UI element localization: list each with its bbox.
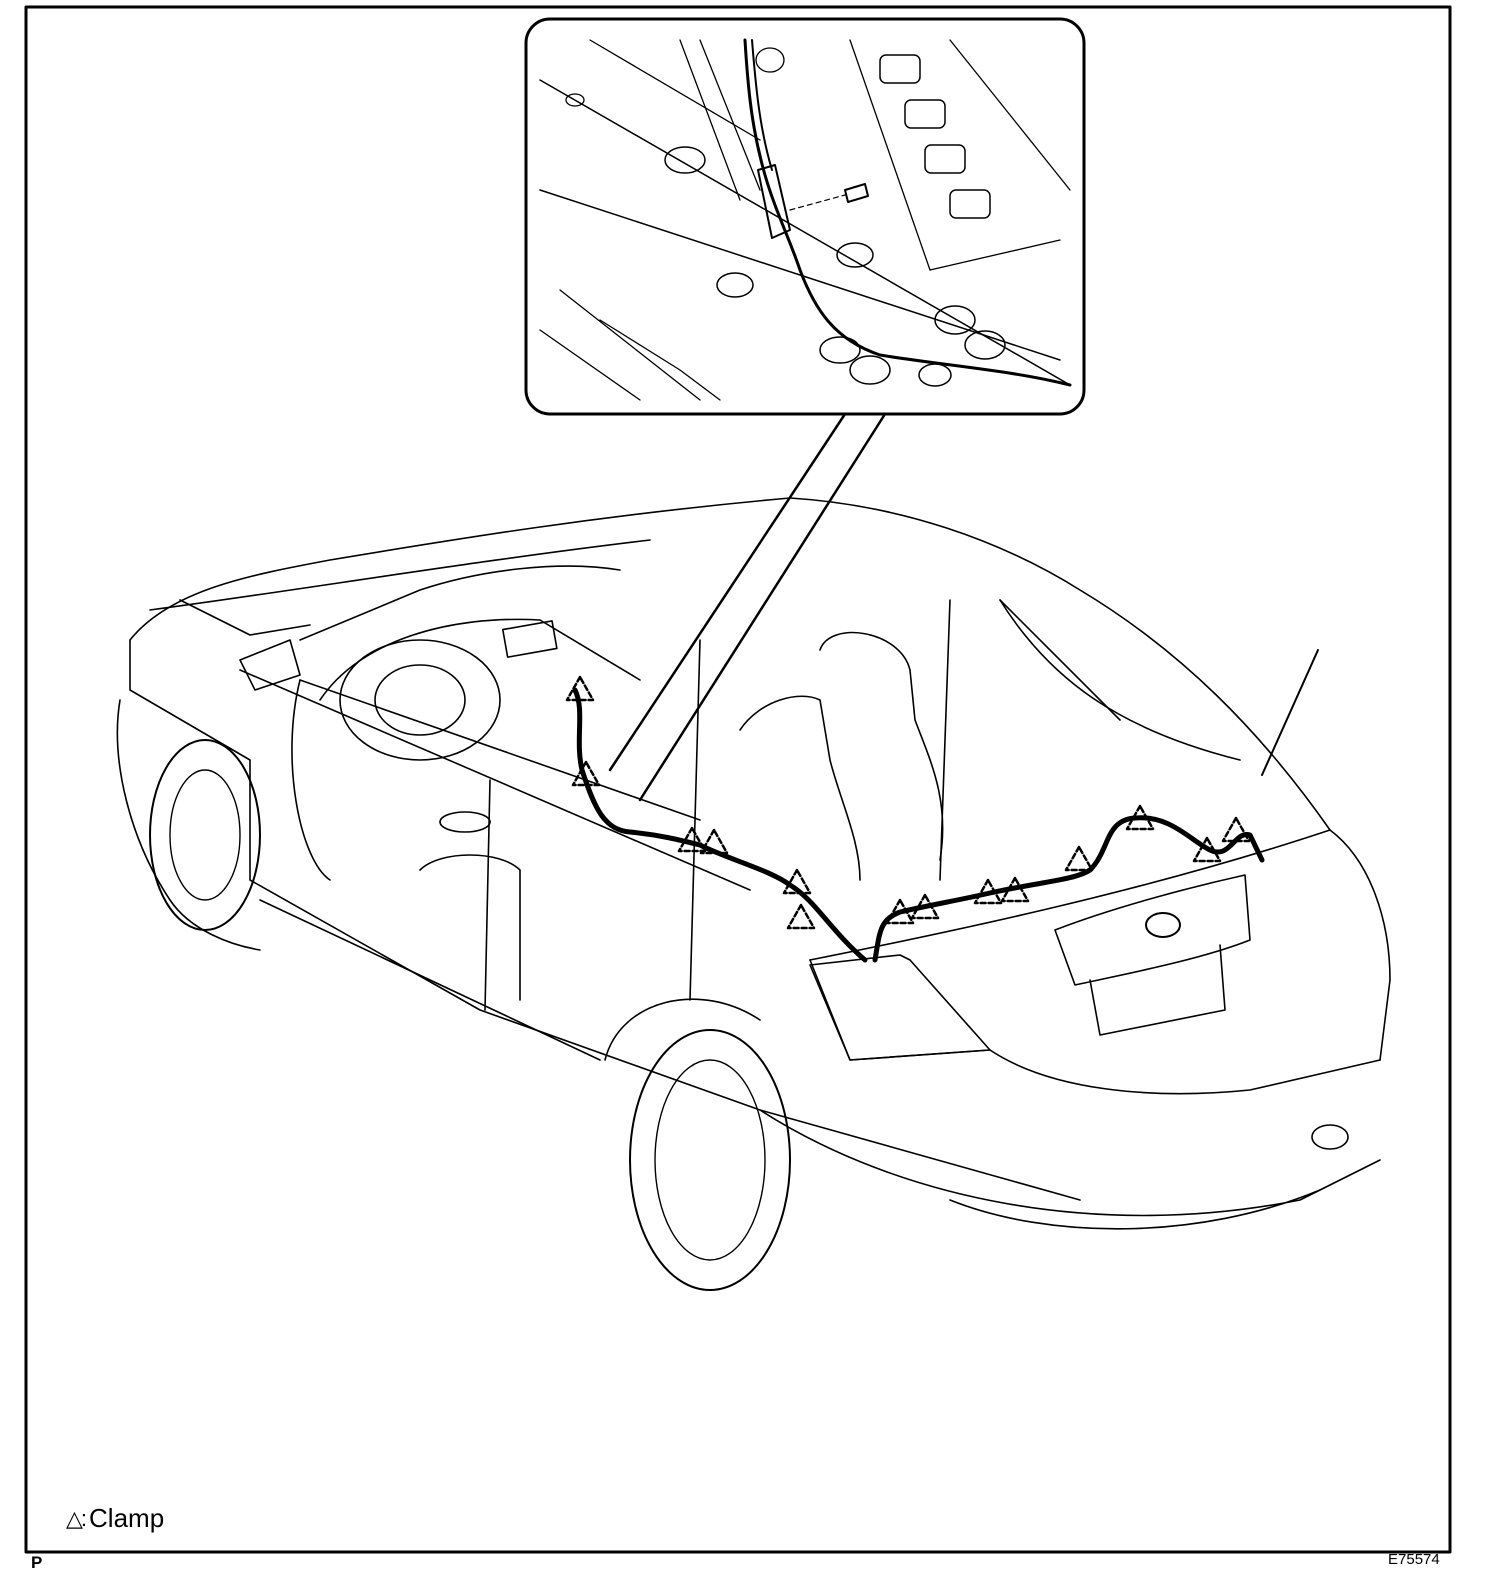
- clamp-marker: [910, 893, 940, 920]
- clamp-marker: [1064, 845, 1094, 872]
- vehicle-outline: [116, 497, 1391, 1291]
- clamp-marker: [1125, 804, 1155, 831]
- figure-code: E75574: [1388, 1551, 1440, 1568]
- clamp-marker: [571, 760, 601, 787]
- outer-border: [24, 5, 1452, 1554]
- inset-detail-view: [524, 17, 1086, 416]
- inset-leader: [608, 412, 887, 802]
- clamp-marker: [565, 675, 595, 702]
- clamp-marker: [1000, 876, 1030, 903]
- clamp-legend-label: Clamp: [89, 1503, 165, 1533]
- clamp-marker: [782, 868, 812, 895]
- corner-letter: P: [31, 1553, 43, 1572]
- clamp-legend-symbol: △:: [66, 1505, 87, 1531]
- clamp-marker: [973, 878, 1003, 905]
- legend: △: Clamp: [66, 1503, 164, 1534]
- clamp-marker: [1221, 816, 1251, 843]
- clamp-marker: [677, 826, 707, 853]
- clamp-markers: [565, 675, 1251, 930]
- clamp-marker: [885, 898, 915, 925]
- clamp-marker: [786, 903, 816, 930]
- clamp-marker: [1192, 836, 1222, 863]
- clamp-marker: [699, 828, 729, 855]
